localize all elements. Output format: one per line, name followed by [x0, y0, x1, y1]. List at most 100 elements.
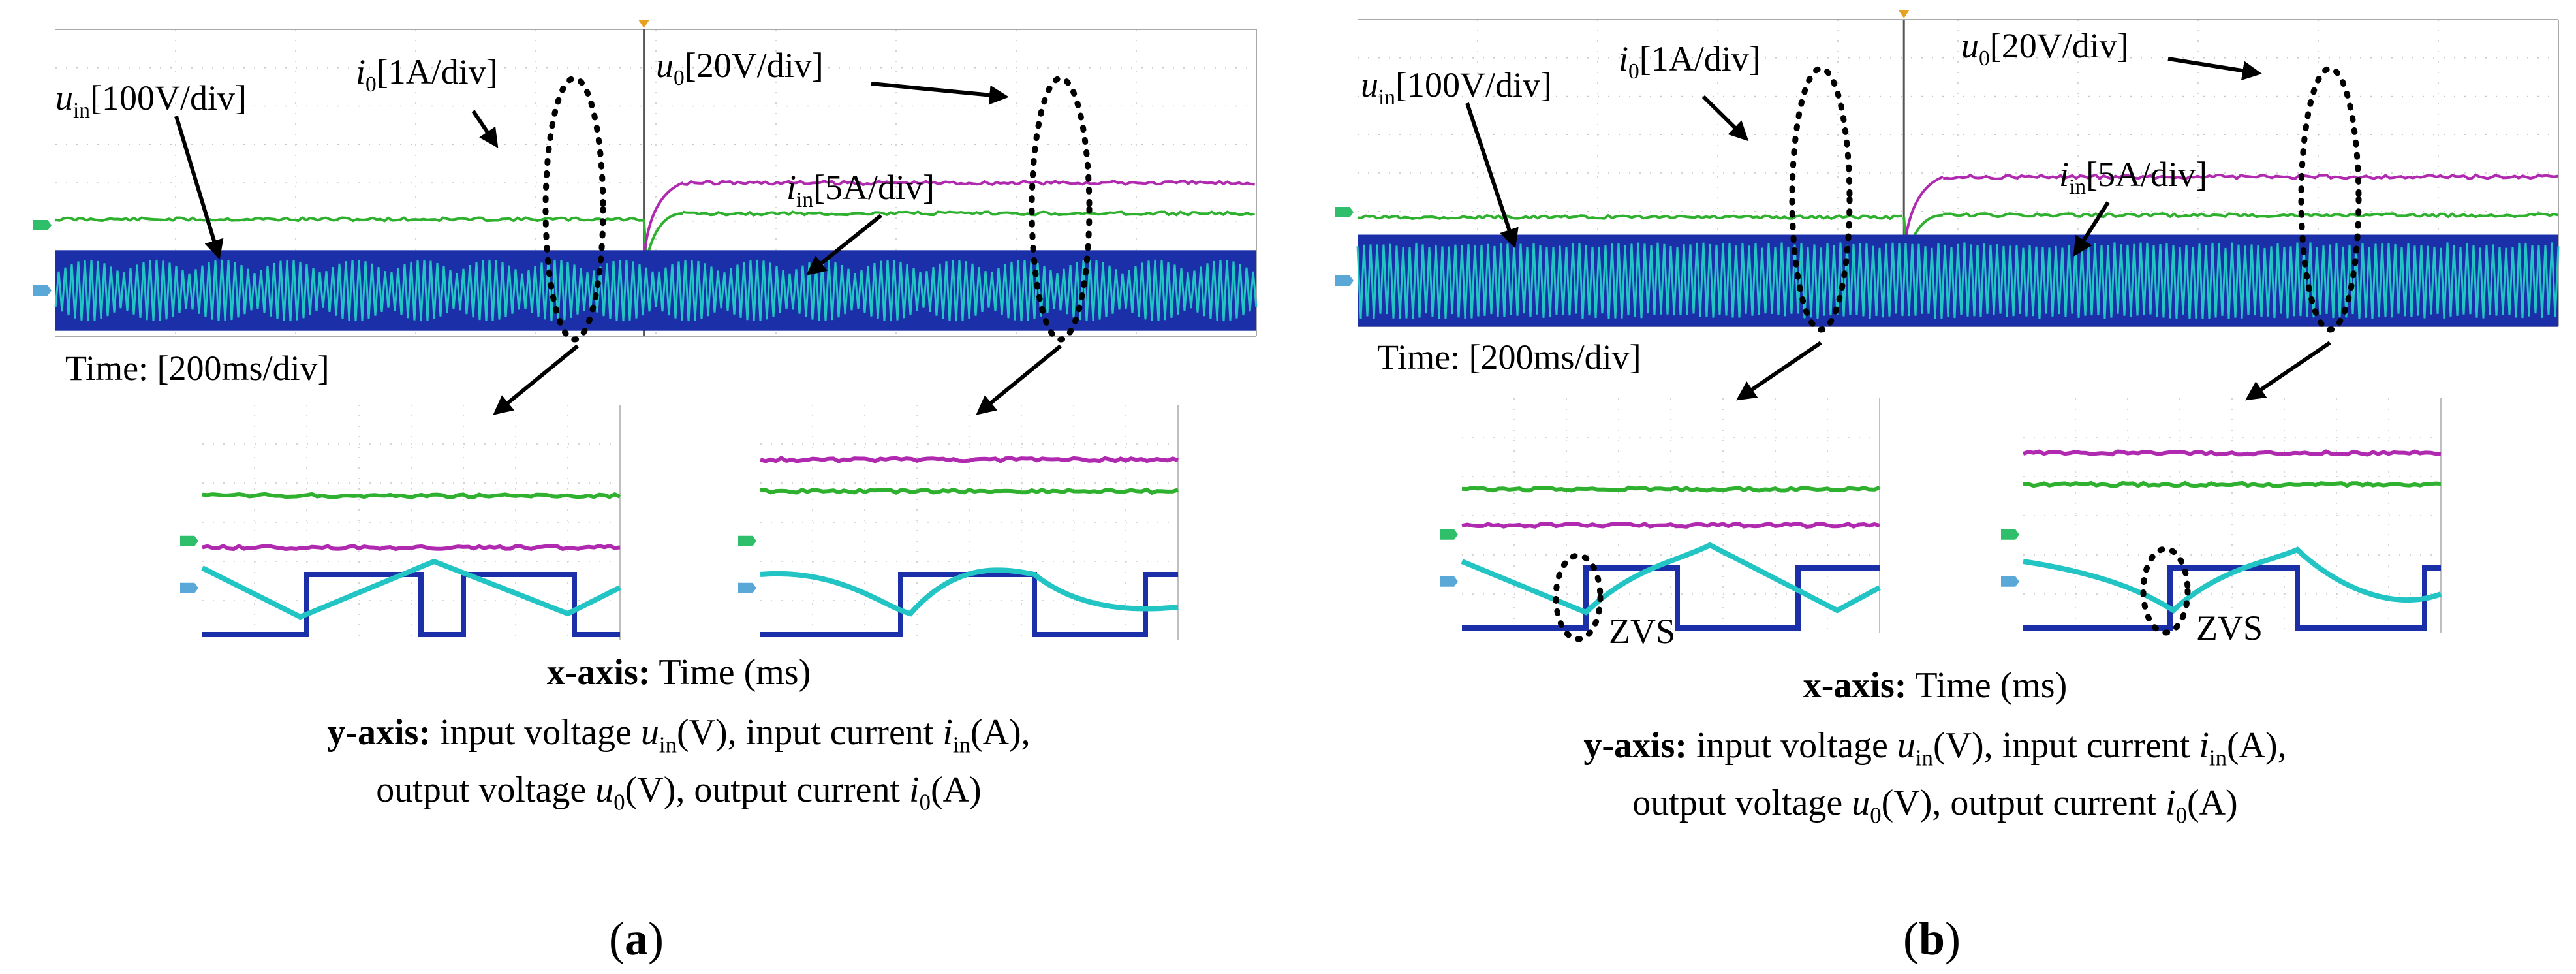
- label-i0-scale: [1A/div]: [377, 52, 498, 91]
- channel-marker-green: [1335, 207, 1354, 217]
- label-u0-var: u: [1961, 26, 1979, 65]
- label-i0-sub: 0: [1628, 59, 1639, 84]
- label-iin-scale: [5A/div]: [2086, 155, 2207, 194]
- panel-label-close: ): [1945, 913, 1961, 965]
- y-axis-caption-line2-var: u: [595, 770, 613, 810]
- zoom-screen-1: [180, 405, 621, 640]
- panel-label: (a): [609, 913, 664, 965]
- y-axis-caption-line2-text: (V), output current: [1882, 783, 2165, 823]
- zoom-trace-u0: [1461, 521, 1880, 529]
- zoom-arrow-2: [2245, 341, 2331, 401]
- label-uin-var: u: [55, 78, 73, 118]
- y-axis-caption-line2-var: i: [2165, 783, 2176, 823]
- label-i0: i0[1A/div]: [1619, 39, 1761, 84]
- trace-u0-after: [1943, 173, 2558, 181]
- y-axis-caption-line2-sub: 0: [2176, 802, 2187, 828]
- y-axis-caption-line1-text: input voltage: [1687, 725, 1897, 766]
- label-u0: u0[20V/div]: [656, 46, 824, 90]
- zoom-region-ellipse-2: [2298, 65, 2362, 333]
- zvs-label-2: ZVS: [2196, 608, 2263, 648]
- label-u0-scale: [20V/div]: [1990, 26, 2129, 65]
- zoom-trace-uin: [760, 572, 1178, 637]
- y-axis-caption-line2-text: (A): [931, 770, 982, 810]
- y-axis-caption-line1-text: (V), input current: [677, 712, 942, 753]
- trace-iin-band: [54, 259, 1258, 322]
- zoom-region-ellipse-1: [1789, 65, 1853, 333]
- zoom-trace-u0: [202, 544, 621, 552]
- panel-label-letter: b: [1919, 913, 1945, 965]
- zoom-trace-i0: [202, 492, 621, 499]
- zoom-arrow-1: [493, 344, 579, 415]
- zoom-channel-marker-green: [180, 535, 198, 546]
- trace-u0-transient: [642, 181, 684, 260]
- y-axis-caption-line2-sub: 0: [613, 789, 625, 815]
- time-scale-label: Time: [200ms/div]: [65, 349, 330, 388]
- label-uin-sub: in: [1378, 86, 1395, 110]
- y-axis-caption-line2-text: (A): [2187, 783, 2238, 823]
- zoom-trace-uin: [1462, 565, 1880, 631]
- label-arrow-0: [174, 116, 224, 260]
- label-uin-var: u: [1361, 65, 1378, 104]
- label-iin: iin[5A/div]: [2059, 155, 2207, 199]
- x-axis-caption-bold: x-axis:: [1803, 665, 1907, 706]
- label-uin-scale: [100V/div]: [90, 78, 247, 118]
- zoom-screen-2: [2001, 398, 2442, 633]
- zvs-ellipse-1: [1553, 552, 1604, 642]
- zoom-channel-marker-green: [738, 535, 756, 546]
- zoom-screen-1: [1440, 398, 1881, 633]
- channel-marker-blue: [33, 285, 52, 296]
- y-axis-caption-line2-sub: 0: [1870, 802, 1881, 828]
- panel-b: uin[100V/div]i0[1A/div]u0[20V/div]iin[5A…: [1335, 10, 2560, 965]
- x-axis-caption-text: Time (ms): [650, 652, 811, 693]
- trigger-marker-icon: [638, 20, 649, 28]
- label-u0: u0[20V/div]: [1961, 26, 2129, 71]
- label-u0-var: u: [656, 46, 674, 85]
- y-axis-caption-line1: y-axis: input voltage uin​(V), input cur…: [327, 712, 1030, 757]
- zoom-trace-uin: [2023, 565, 2441, 631]
- label-uin: uin[100V/div]: [55, 78, 247, 123]
- y-axis-caption-line1-sub: in: [1916, 745, 1933, 770]
- zoom-arrow-1: [1736, 341, 1822, 401]
- zoom-region-ellipse-1: [542, 75, 606, 343]
- y-axis-caption-line1-text: input voltage: [431, 712, 641, 753]
- y-axis-caption-line2-text: (V), output current: [625, 770, 909, 810]
- trace-iin-band: [1356, 242, 2560, 319]
- trace-i0-before: [55, 216, 644, 223]
- label-u0-sub: 0: [674, 66, 685, 90]
- x-axis-caption: x-axis: Time (ms): [547, 652, 811, 693]
- panel-label-letter: a: [625, 913, 648, 965]
- label-arrow-2: [2167, 57, 2262, 81]
- panel-label-open: (: [1903, 913, 1919, 965]
- y-axis-caption-line2-text: output voltage: [1632, 783, 1852, 823]
- y-axis-caption-line2-text: output voltage: [376, 770, 595, 810]
- y-axis-caption-line1-text: (V), input current: [1933, 725, 2199, 766]
- zoom-channel-marker-blue: [180, 582, 198, 593]
- zoom-screen-grid: [760, 405, 1178, 640]
- zoom-screen-2: [738, 405, 1179, 640]
- label-uin-sub: in: [73, 99, 90, 123]
- label-uin: uin[100V/div]: [1361, 65, 1552, 110]
- x-axis-caption: x-axis: Time (ms): [1803, 665, 2068, 706]
- y-axis-caption-line2-var: i: [909, 770, 920, 810]
- zvs-label-1: ZVS: [1609, 612, 1675, 651]
- panel-a: uin[100V/div]i0[1A/div]u0[20V/div]iin[5A…: [33, 20, 1258, 965]
- y-axis-caption-line1-bold: y-axis:: [1583, 725, 1687, 766]
- zoom-trace-uin: [202, 572, 620, 637]
- label-iin-var: i: [786, 168, 796, 207]
- label-arrow-0: [1465, 102, 1519, 249]
- zoom-screen-grid: [202, 405, 620, 640]
- label-u0-sub: 0: [1979, 46, 1990, 71]
- trace-i0-after: [1943, 212, 2558, 219]
- panel-label-close: ): [648, 913, 664, 965]
- x-axis-caption-text: Time (ms): [1906, 665, 2067, 706]
- zoom-trace-iin: [760, 567, 1179, 617]
- zoom-trace-u0: [760, 456, 1179, 463]
- zoom-channel-marker-green: [1440, 529, 1458, 540]
- y-axis-caption-line1-sub: in: [2209, 745, 2227, 770]
- zoom-trace-iin: [1461, 542, 1881, 616]
- zoom-trace-iin: [201, 558, 621, 620]
- y-axis-caption-line2-sub: 0: [920, 789, 931, 815]
- channel-marker-green: [33, 220, 52, 230]
- y-axis-caption-line1-bold: y-axis:: [327, 712, 431, 753]
